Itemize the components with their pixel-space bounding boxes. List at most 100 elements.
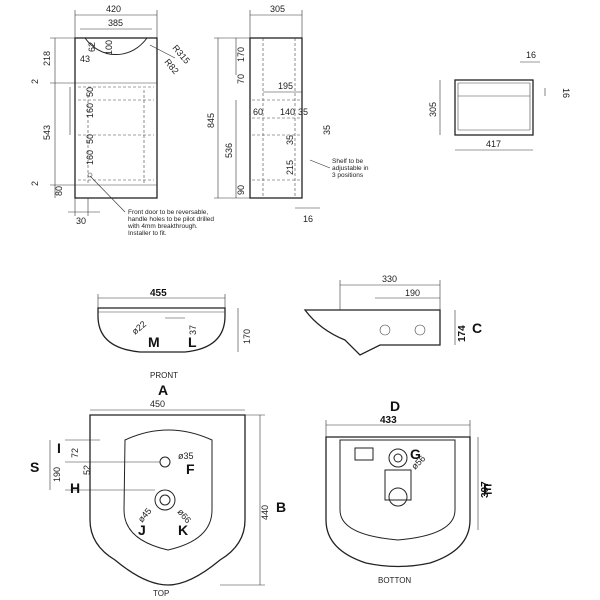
- basin-side-outline: [303, 309, 441, 356]
- dim-90: 90: [236, 185, 246, 195]
- top-dim-72: 72: [70, 448, 80, 458]
- front-door-note-1: Front door to be reversable,: [128, 209, 208, 216]
- label-J: J: [138, 522, 146, 538]
- basin-front-outline: [97, 307, 226, 353]
- dim-160-a: 160: [85, 103, 95, 118]
- dim-170: 170: [236, 47, 246, 62]
- label-A: A: [158, 382, 168, 398]
- top-dim-52: 52: [82, 465, 92, 475]
- basin-side-view: 330 190 174 C: [303, 274, 482, 356]
- dim-195: 195: [278, 81, 293, 91]
- dim-50-a: 50: [85, 87, 95, 97]
- front-dim-170: 170: [242, 329, 252, 344]
- shelf-note-2: adjustable in: [332, 165, 369, 172]
- front-dim-22: ø22: [130, 319, 148, 337]
- underside-recess: [339, 439, 456, 541]
- label-I: I: [57, 440, 61, 456]
- front-dim-455: 455: [150, 288, 167, 299]
- side-dim-330: 330: [382, 274, 397, 284]
- basin-bowl: [123, 429, 213, 551]
- dim-70: 70: [236, 74, 246, 84]
- label-G: G: [410, 446, 421, 462]
- front-door-note-2: handle holes to be pilot drilled: [128, 216, 214, 223]
- bottom-dim-433: 433: [380, 415, 397, 426]
- dim-845: 845: [206, 113, 216, 128]
- side-dim-174: 174: [457, 325, 468, 342]
- shelf-note-3: 3 positions: [332, 172, 364, 179]
- dim-35-c: 35: [285, 135, 295, 145]
- dim-420: 420: [106, 4, 121, 14]
- waste-inner: [159, 494, 171, 506]
- dim-140: 140: [280, 107, 295, 117]
- dim-100: 100: [104, 40, 114, 55]
- dim-50-b: 50: [85, 134, 95, 144]
- top-dim-35: ø35: [178, 451, 194, 461]
- label-H: H: [70, 480, 80, 496]
- waste-outer: [154, 489, 176, 511]
- top-dim-190: 190: [52, 467, 62, 482]
- side-dim-190: 190: [405, 288, 420, 298]
- label-E: E: [483, 481, 492, 497]
- plan-dim-16-a: 16: [526, 50, 536, 60]
- view-label-top: TOP: [153, 589, 169, 598]
- dim-543: 543: [42, 125, 52, 140]
- basin-front-view: 455 170 37 ø22 M L PRONT: [97, 288, 252, 380]
- plan-dim-417: 417: [486, 139, 501, 149]
- front-door-note-3: with 4mm breakthrough.: [127, 223, 198, 230]
- label-C: C: [472, 320, 482, 336]
- handle-hole: [87, 172, 93, 178]
- dim-r82: R82: [162, 57, 180, 76]
- view-label-front: PRONT: [150, 371, 178, 380]
- label-M: M: [148, 334, 160, 350]
- top-dim-450: 450: [150, 399, 165, 409]
- plan-outline: [454, 79, 534, 136]
- cabinet-plan-view: 16 16 305 417: [428, 50, 571, 151]
- bottom-dim-307: 307: [480, 481, 491, 498]
- basin-top-view: 450 A 440 B 72 190 52 I S H ø35 F ø45 ø6…: [30, 382, 286, 598]
- dim-35-a: 35: [298, 107, 308, 117]
- basin-bottom-outline: [325, 436, 471, 568]
- dim-215: 215: [285, 160, 295, 175]
- tap-hole: [159, 456, 171, 468]
- dim-385: 385: [108, 18, 123, 28]
- waste-outlet-inner: [393, 453, 403, 463]
- plan-dim-305: 305: [428, 102, 438, 117]
- shelf-note-1: Shelf to be: [332, 158, 363, 165]
- basin-bottom-view: 433 D 307 E G ø56 BOTTON: [325, 398, 492, 585]
- tap-hole-1: [379, 324, 391, 336]
- basin-top-outline: [89, 414, 246, 586]
- dim-160-b: 160: [85, 150, 95, 165]
- cabinet-side-view: 305 845 170 70 536 90 195 60 140 35 35 3…: [206, 4, 369, 224]
- label-B: B: [276, 499, 286, 515]
- label-F: F: [186, 461, 195, 477]
- top-dim-440: 440: [260, 505, 270, 520]
- plan-dim-16-b: 16: [561, 88, 571, 98]
- dim-218: 218: [42, 51, 52, 66]
- dim-80: 80: [54, 186, 64, 196]
- dim-60: 60: [253, 107, 263, 117]
- cabinet-outline: [74, 37, 158, 199]
- dim-30: 30: [76, 216, 86, 226]
- dim-2-top: 2: [30, 79, 40, 84]
- view-label-bottom: BOTTON: [378, 576, 411, 585]
- dim-16-side: 16: [303, 214, 313, 224]
- waste-outlet-outer: [388, 448, 408, 468]
- label-S: S: [30, 459, 39, 475]
- label-L: L: [188, 334, 197, 350]
- waste-channel: [384, 469, 412, 501]
- dim-2-bot: 2: [30, 181, 40, 186]
- channel-end: [388, 487, 408, 507]
- side-outline: [249, 37, 303, 199]
- dim-62: 62: [87, 42, 97, 52]
- label-D: D: [390, 398, 400, 414]
- label-K: K: [178, 522, 188, 538]
- basin-recess-arc: [84, 37, 148, 55]
- tap-hole-2: [414, 324, 426, 336]
- front-dim-37: 37: [188, 325, 198, 335]
- dim-305-side: 305: [270, 4, 285, 14]
- dim-35-b: 35: [322, 125, 332, 135]
- dim-536: 536: [224, 143, 234, 158]
- front-door-note-4: Installer to fit.: [128, 230, 167, 237]
- cabinet-front-view: 420 385 62 100 43 R315 R82 218 2 543 2 8…: [30, 4, 214, 237]
